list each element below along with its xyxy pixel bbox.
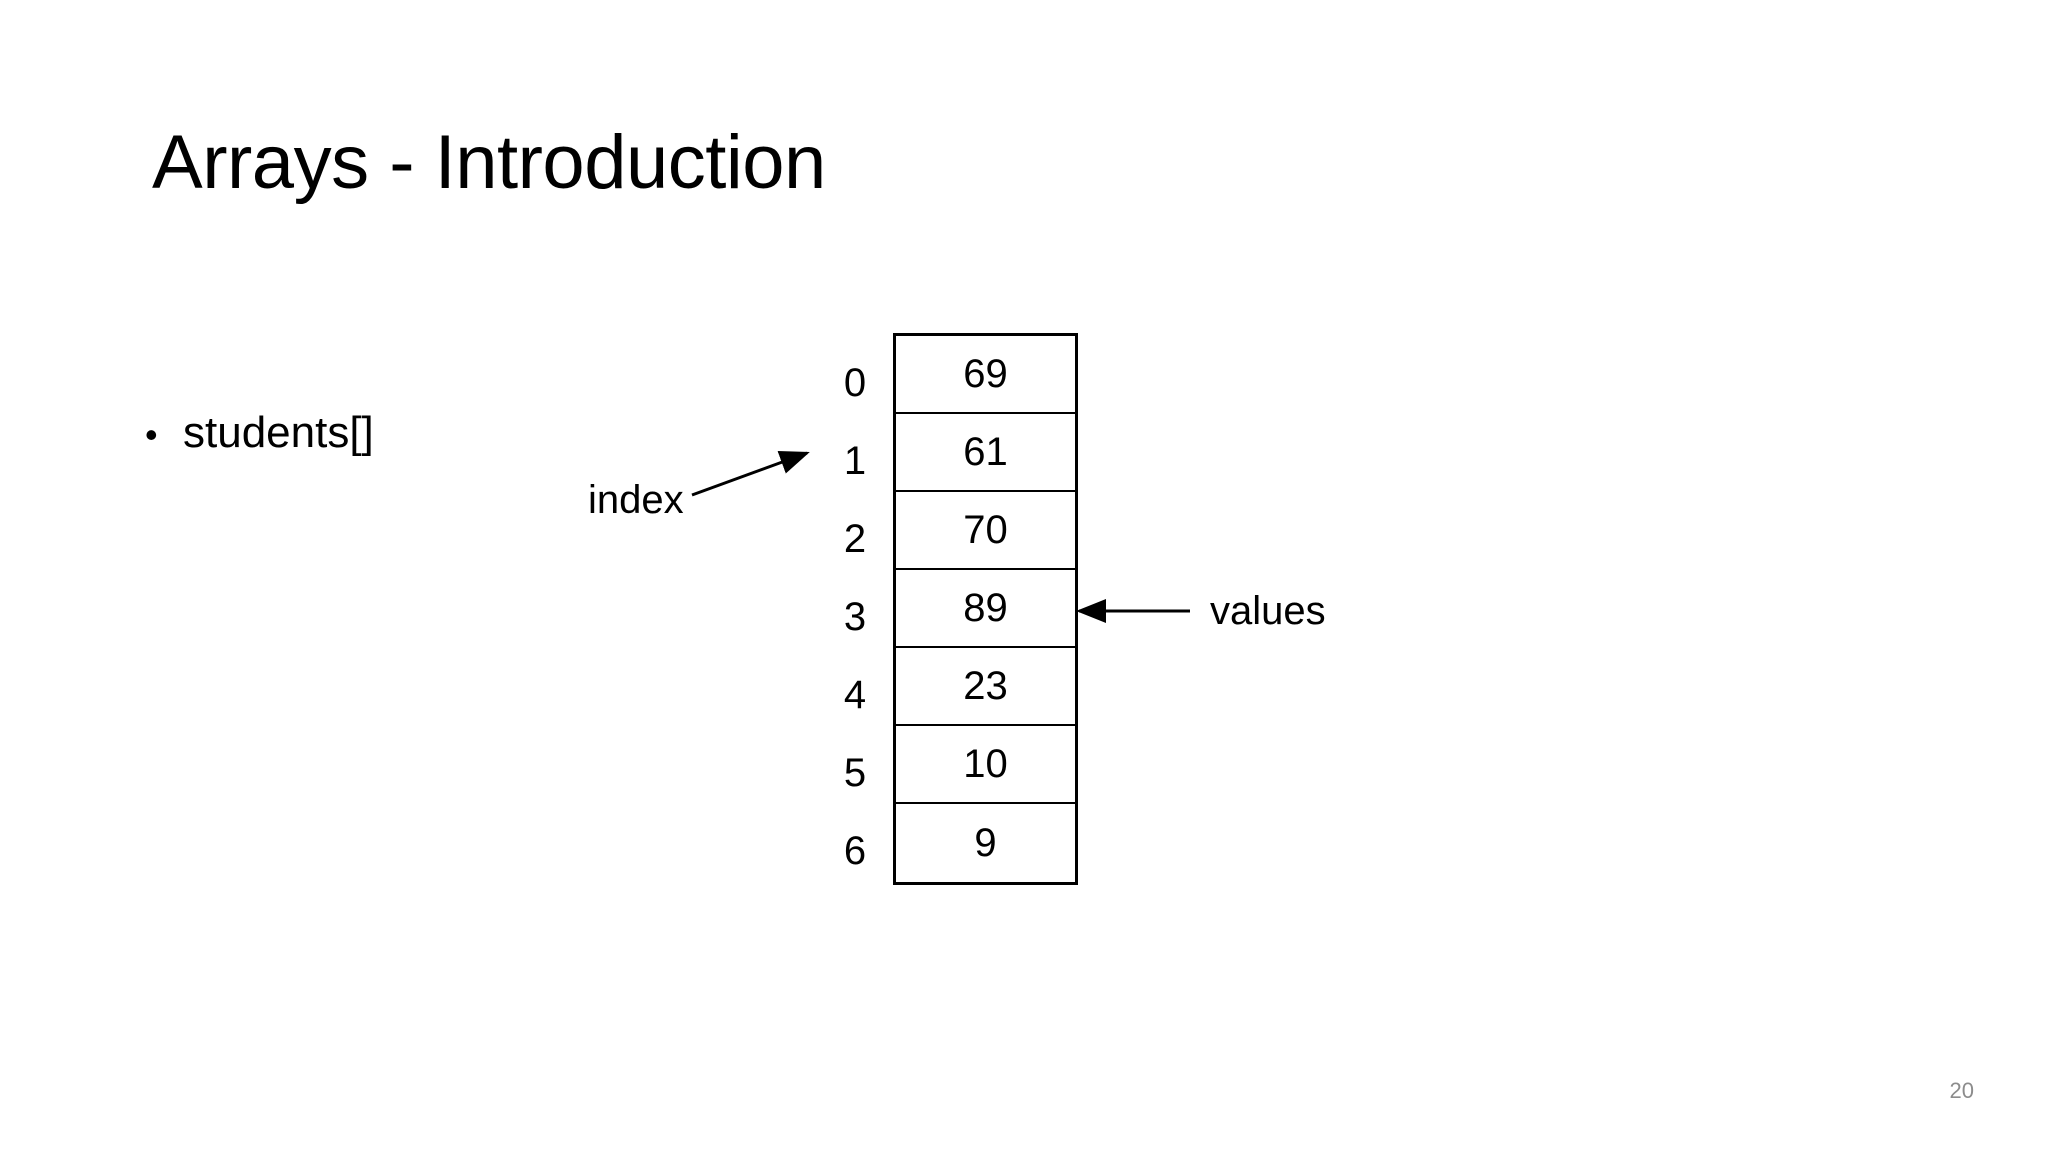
page-title: Arrays - Introduction — [152, 120, 826, 205]
array-index-label: 3 — [843, 594, 867, 639]
array-index-label: 2 — [843, 516, 867, 561]
array-cells-container: 69 61 70 89 23 10 9 — [893, 333, 1078, 885]
list-item: • students[] — [145, 404, 665, 464]
array-cell: 9 — [896, 804, 1075, 882]
values-annotation-label: values — [1210, 589, 1326, 633]
array-cell: 10 — [896, 726, 1075, 804]
index-arrow — [691, 450, 810, 497]
bullet-item-label: students[] — [183, 408, 374, 457]
array-diagram: 0 1 2 3 4 5 6 69 61 70 89 23 10 9 index … — [560, 320, 1380, 900]
array-index-label: 1 — [843, 438, 867, 483]
array-index-label: 6 — [843, 828, 867, 873]
array-cell: 70 — [896, 492, 1075, 570]
index-annotation-label: index — [588, 478, 684, 522]
array-cell: 61 — [896, 414, 1075, 492]
array-cell: 89 — [896, 570, 1075, 648]
bullet-point-icon: • — [145, 414, 158, 455]
array-cell: 69 — [896, 336, 1075, 414]
bullet-list: • students[] — [145, 404, 665, 464]
array-index-label: 0 — [843, 360, 867, 405]
array-index-label: 5 — [843, 750, 867, 795]
slide-number: 20 — [1949, 1078, 1974, 1103]
array-cell: 23 — [896, 648, 1075, 726]
array-index-column: 0 1 2 3 4 5 6 — [825, 333, 885, 879]
array-index-label: 4 — [843, 672, 867, 717]
